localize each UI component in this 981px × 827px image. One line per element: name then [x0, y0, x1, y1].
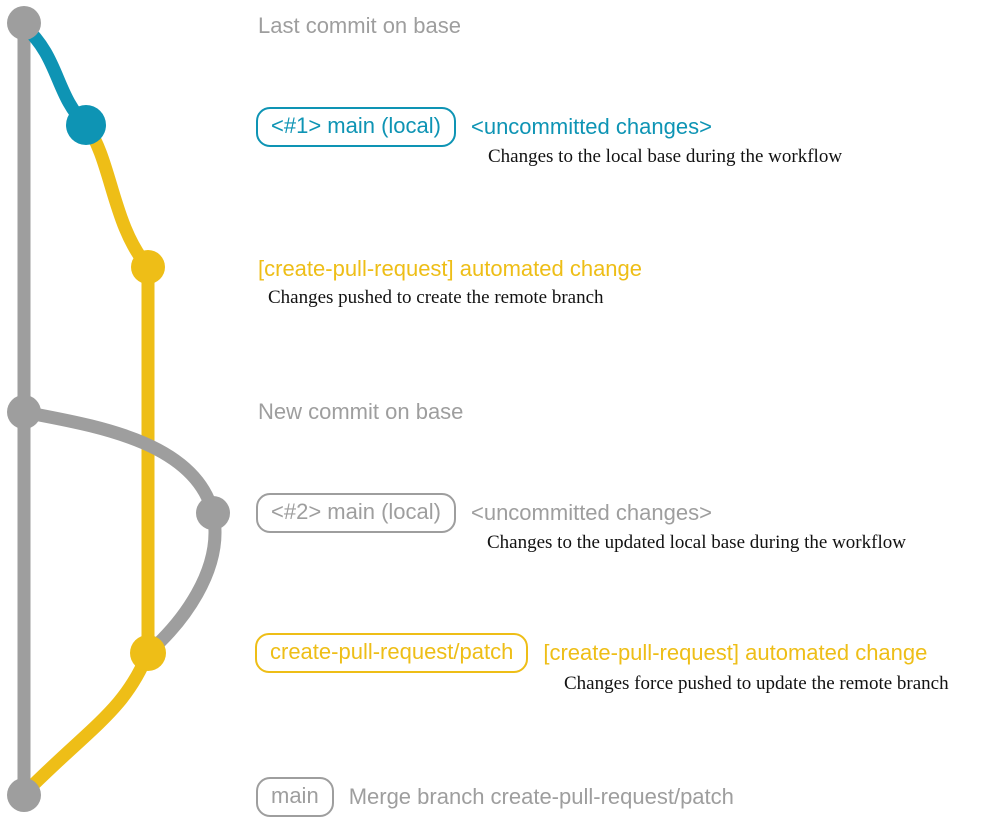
commit4-row: create-pull-request/patch [create-pull-r…: [255, 632, 927, 674]
commit-node-automated-2: [130, 635, 166, 671]
commit4-description: Changes force pushed to update the remot…: [564, 673, 949, 694]
commit3-branch-badge: <#2> main (local): [256, 493, 456, 533]
merge-title: Merge branch create-pull-request/patch: [348, 784, 734, 809]
commit2-title: [create-pull-request] automated change: [258, 256, 643, 281]
commit3-title: <uncommitted changes>: [470, 500, 712, 525]
commit4-title: [create-pull-request] automated change: [543, 640, 928, 665]
commit-node-uncommitted-1: [66, 105, 106, 145]
commit-node-new-commit: [7, 395, 41, 429]
last-commit-label: Last commit on base: [258, 13, 461, 38]
commit1-description: Changes to the local base during the wor…: [488, 146, 843, 167]
commit3-row: <#2> main (local) <uncommitted changes>: [256, 492, 712, 534]
patch-branch-curve-top: [79, 118, 155, 274]
commit-node-last-commit: [7, 6, 41, 40]
commit-node-merge: [7, 778, 41, 812]
new-commit-label: New commit on base: [258, 399, 464, 424]
commit1-row: <#1> main (local) <uncommitted changes>: [256, 106, 712, 148]
commit-node-automated-1: [131, 250, 165, 284]
commit4-branch-badge: create-pull-request/patch: [255, 633, 529, 673]
patch-merge-curve: [19, 646, 155, 799]
commit2-description: Changes pushed to create the remote bran…: [268, 287, 604, 308]
commit-node-uncommitted-2: [196, 496, 230, 530]
merge-row: main Merge branch create-pull-request/pa…: [256, 776, 734, 818]
commit1-branch-badge: <#1> main (local): [256, 107, 456, 147]
commit1-title: <uncommitted changes>: [470, 114, 712, 139]
updated-base-curve: [17, 405, 222, 660]
commit3-description: Changes to the updated local base during…: [487, 532, 906, 553]
merge-branch-badge: main: [256, 777, 334, 817]
